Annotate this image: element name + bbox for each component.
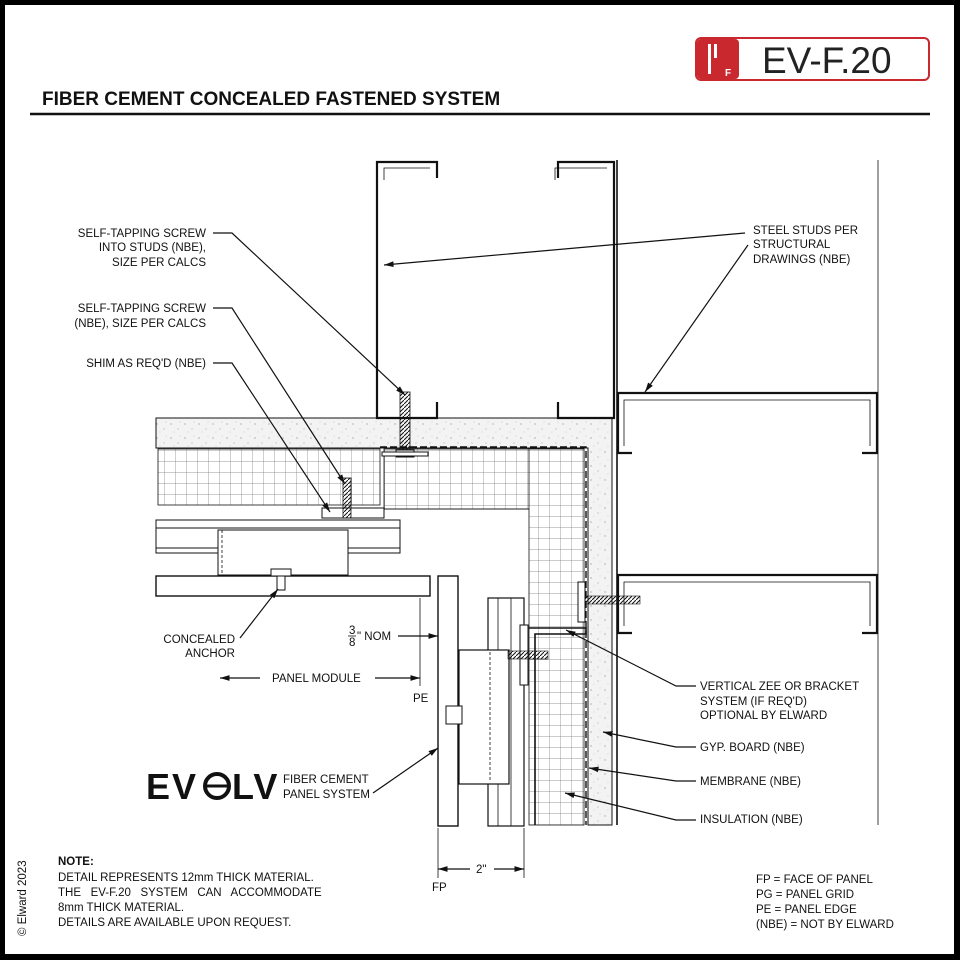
logo-right: LV — [232, 766, 279, 807]
dimension-lines — [220, 598, 525, 878]
substrate — [155, 160, 879, 826]
copyright: © Elward 2023 — [17, 860, 29, 936]
note-line: 8mm THICK MATERIAL. — [58, 902, 184, 914]
note-block: NOTE: DETAIL REPRESENTS 12mm THICK MATER… — [58, 856, 322, 929]
callout-line: STRUCTURAL — [753, 239, 831, 251]
legend-item: PE = PANEL EDGE — [756, 904, 857, 916]
dimension-panel-module: PANEL MODULE — [272, 673, 361, 685]
horizontal-rail — [155, 477, 401, 576]
sheet-badge: F EV-F.20 — [695, 37, 930, 81]
logo-circle-icon — [203, 772, 231, 800]
callout-line: (NBE), SIZE PER CALCS — [74, 318, 206, 330]
abbreviation-legend: FP = FACE OF PANEL PG = PANEL GRID PE = … — [756, 874, 894, 931]
legend-item: (NBE) = NOT BY ELWARD — [756, 919, 894, 931]
brand-system-line: PANEL SYSTEM — [283, 789, 370, 801]
brand-logo: EV LV FIBER CEMENT PANEL SYSTEM — [146, 766, 370, 807]
note-line: DETAILS ARE AVAILABLE UPON REQUEST. — [58, 917, 291, 929]
callout-line: SYSTEM (IF REQ'D) — [700, 696, 807, 708]
logo-left: EV — [146, 766, 198, 807]
callout-line: SELF-TAPPING SCREW — [78, 228, 206, 240]
callout-gyp: GYP. BOARD (NBE) — [700, 742, 805, 754]
leader-lines — [213, 232, 749, 821]
legend-item: FP = FACE OF PANEL — [756, 874, 873, 886]
fiber-cement-panel-vertical — [437, 575, 641, 827]
detail-drawing: F EV-F.20 FIBER CEMENT CONCEALED FASTENE… — [17, 37, 930, 936]
nom-label: " NOM — [357, 631, 391, 643]
callout-membrane: MEMBRANE (NBE) — [700, 776, 801, 788]
sheet-code: EV-F.20 — [762, 40, 892, 81]
steel-stud-right-upper — [616, 391, 879, 455]
badge-letter: F — [725, 68, 731, 79]
legend-item: PG = PANEL GRID — [756, 889, 854, 901]
drawing-sheet: F EV-F.20 FIBER CEMENT CONCEALED FASTENE… — [5, 5, 954, 954]
screw-into-stud — [381, 391, 429, 458]
brand-system-line: FIBER CEMENT — [283, 774, 369, 786]
note-line: THE EV-F.20 SYSTEM CAN ACCOMMODATE — [58, 887, 322, 899]
callout-line: OPTIONAL BY ELWARD — [700, 710, 827, 722]
callout-line: ANCHOR — [185, 648, 235, 660]
label-pe: PE — [413, 693, 429, 705]
callout-line: INTO STUDS (NBE), — [99, 242, 206, 254]
steel-stud-top — [375, 160, 616, 420]
callout-shim: SHIM AS REQ'D (NBE) — [86, 358, 206, 370]
note-heading: NOTE: — [58, 856, 94, 868]
callout-line: DRAWINGS (NBE) — [753, 254, 850, 266]
callout-line: SELF-TAPPING SCREW — [78, 303, 206, 315]
callout-line: CONCEALED — [163, 634, 235, 646]
page-title: FIBER CEMENT CONCEALED FASTENED SYSTEM — [42, 89, 500, 110]
steel-stud-right-lower — [616, 573, 879, 635]
nom-numerator: 3 — [349, 625, 355, 637]
callout-line: VERTICAL ZEE OR BRACKET — [700, 681, 859, 693]
nom-denominator: 8 — [349, 637, 355, 649]
callout-line: SIZE PER CALCS — [112, 257, 206, 269]
callout-screw-nbe: SELF-TAPPING SCREW (NBE), SIZE PER CALCS — [74, 303, 206, 330]
note-line: DETAIL REPRESENTS 12mm THICK MATERIAL. — [58, 872, 314, 884]
dimension-two-inch: 2" — [476, 864, 486, 876]
callout-zee: VERTICAL ZEE OR BRACKET SYSTEM (IF REQ'D… — [700, 681, 859, 722]
dimension-nominal: 3 8 " NOM — [348, 625, 391, 649]
callout-insulation: INSULATION (NBE) — [700, 814, 803, 826]
callout-line: STEEL STUDS PER — [753, 225, 858, 237]
callout-anchor: CONCEALED ANCHOR — [163, 634, 235, 660]
label-fp: FP — [432, 882, 447, 894]
callout-steel-studs: STEEL STUDS PER STRUCTURAL DRAWINGS (NBE… — [753, 225, 858, 266]
callout-screw-studs: SELF-TAPPING SCREW INTO STUDS (NBE), SIZ… — [78, 228, 207, 269]
fiber-cement-panel-horizontal — [155, 568, 431, 597]
